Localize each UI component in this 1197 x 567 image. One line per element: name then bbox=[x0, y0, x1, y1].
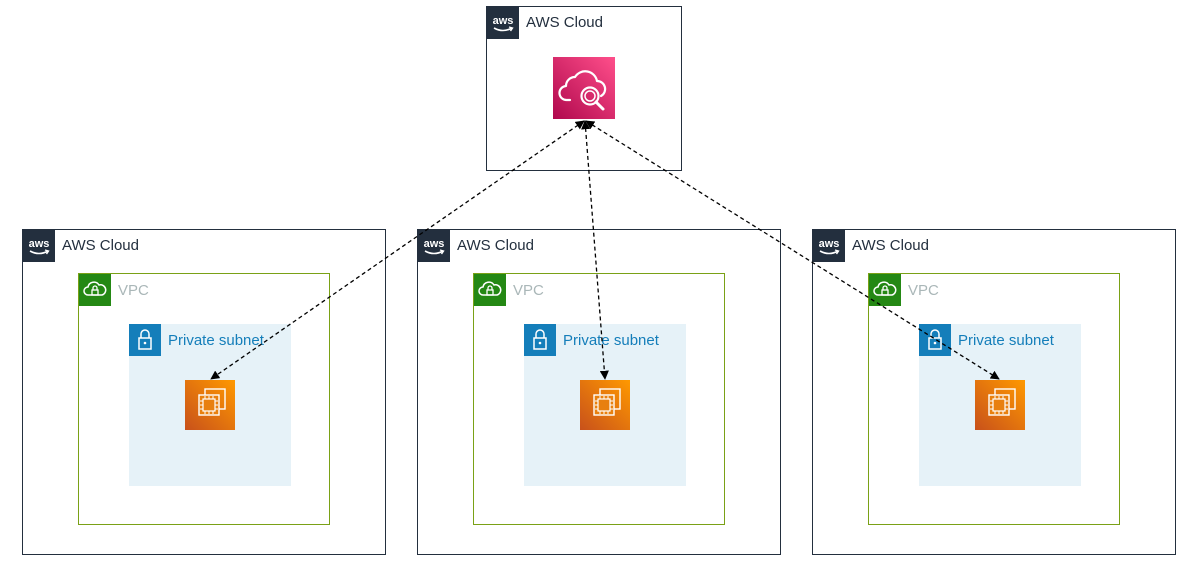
cloud-title: AWS Cloud bbox=[852, 237, 929, 254]
aws-logo-icon: aws bbox=[23, 230, 55, 262]
vpc-label: VPC bbox=[513, 282, 544, 299]
ec2-instance-icon bbox=[975, 380, 1025, 430]
cloud-title: AWS Cloud bbox=[457, 237, 534, 254]
vpc-cloud-lock-icon bbox=[79, 274, 111, 306]
svg-text:aws: aws bbox=[29, 238, 50, 250]
aws-logo-icon: aws bbox=[487, 7, 519, 39]
aws-logo-icon: aws bbox=[418, 230, 450, 262]
vpc-cloud-lock-icon bbox=[869, 274, 901, 306]
aws-logo-icon: aws bbox=[813, 230, 845, 262]
cloud-title: AWS Cloud bbox=[62, 237, 139, 254]
vpc-group: VPC bbox=[78, 273, 330, 525]
cloud-title: AWS Cloud bbox=[526, 14, 603, 31]
ec2-instance-icon bbox=[185, 380, 235, 430]
svg-text:aws: aws bbox=[424, 238, 445, 250]
svg-text:aws: aws bbox=[493, 15, 514, 27]
subnet-label: Private subnet bbox=[168, 332, 264, 349]
ec2-instance-icon bbox=[580, 380, 630, 430]
vpc-label: VPC bbox=[908, 282, 939, 299]
cloud-search-icon bbox=[553, 57, 615, 119]
subnet-lock-icon bbox=[919, 324, 951, 356]
subnet-label: Private subnet bbox=[563, 332, 659, 349]
subnet-label: Private subnet bbox=[958, 332, 1054, 349]
svg-text:aws: aws bbox=[819, 238, 840, 250]
subnet-lock-icon bbox=[129, 324, 161, 356]
vpc-label: VPC bbox=[118, 282, 149, 299]
subnet-lock-icon bbox=[524, 324, 556, 356]
vpc-cloud-lock-icon bbox=[474, 274, 506, 306]
